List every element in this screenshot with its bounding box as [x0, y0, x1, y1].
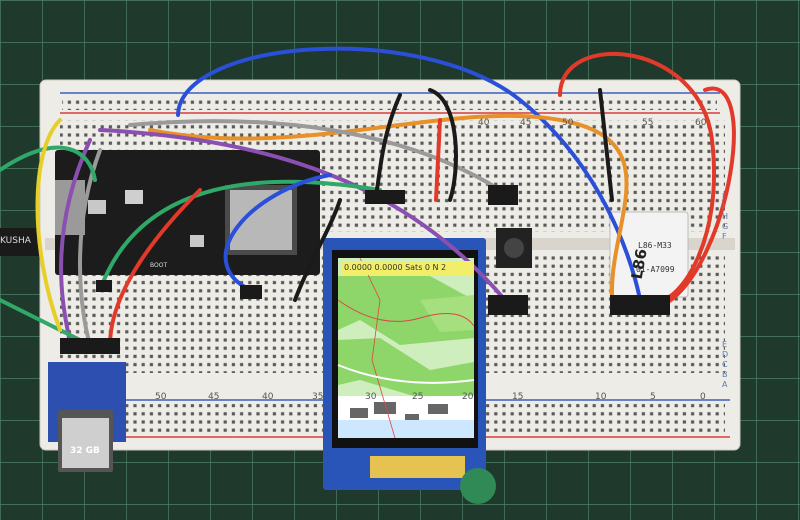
tft-display [323, 238, 486, 490]
bb-bottom-number: 40 [262, 392, 274, 402]
wire-gray [78, 148, 102, 347]
bb-row-letter: G [722, 222, 729, 231]
esp32-boot-label: BOOT [150, 262, 168, 269]
gps-module-code: 01-A7099 [636, 265, 675, 274]
bb-row-letter: C [722, 360, 728, 369]
bb-row-letter: D [722, 350, 729, 359]
bb-top-number: 50 [562, 118, 574, 128]
bb-bottom-number: 45 [208, 392, 220, 402]
bottom-component [460, 468, 496, 504]
wire-gray [128, 119, 502, 192]
bb-row-letter: B [722, 370, 728, 379]
bb-bottom-number: 50 [155, 392, 167, 402]
bb-row-letter: F [722, 232, 727, 241]
bb-row-letter: A [722, 380, 728, 389]
wire-red [108, 188, 202, 347]
bb-row-letter: J [722, 192, 725, 201]
bb-bottom-number: 30 [365, 392, 377, 402]
wire-red [434, 118, 442, 202]
bb-bottom-number: 15 [512, 392, 524, 402]
wire-black [598, 88, 614, 202]
wire-blue [176, 46, 642, 302]
bb-row-letter: H [722, 212, 729, 221]
wire-black [293, 198, 342, 302]
bb-top-number: 55 [642, 118, 654, 128]
wire-black [428, 88, 458, 202]
jumper-wires [0, 46, 736, 347]
header-blocks [60, 185, 670, 354]
wire-red [558, 52, 716, 302]
bb-bottom-number: 5 [650, 392, 656, 402]
bb-row-letter: E [722, 340, 728, 349]
bb-top-number: 60 [695, 118, 707, 128]
bb-bottom-number: 35 [312, 392, 324, 402]
sd-card-label: 32 GB [70, 446, 100, 456]
wire-green [98, 179, 382, 292]
wire-orange [148, 113, 629, 297]
usb-cable-label: KUSHA [0, 236, 31, 246]
bb-bottom-number: 20 [462, 392, 474, 402]
bb-bottom-number: 0 [700, 392, 706, 402]
bb-bottom-number: 10 [595, 392, 607, 402]
bb-bottom-number: 25 [412, 392, 424, 402]
bb-row-letter: I [722, 202, 725, 211]
wire-green [0, 145, 97, 182]
tft-status-bar: 0.0000 0.0000 Sats 0 N 2 [341, 261, 474, 275]
wire-blue [223, 173, 332, 292]
sd-card-module [48, 362, 126, 472]
gps-module-model: L86-M33 [638, 241, 672, 250]
push-button [496, 228, 532, 268]
wire-red [666, 86, 736, 304]
wire-yellow [35, 118, 62, 332]
esp32-board [55, 150, 320, 275]
bb-top-number: 40 [478, 118, 490, 128]
bb-top-number: 45 [520, 118, 532, 128]
